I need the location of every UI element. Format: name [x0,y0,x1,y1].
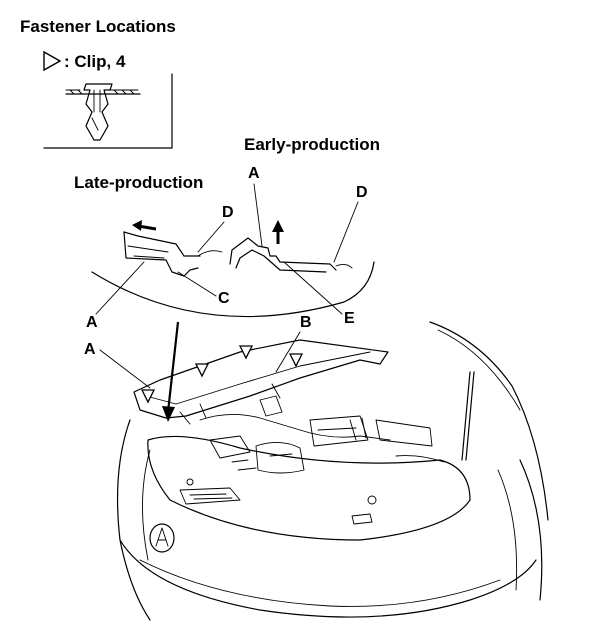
left-fender [116,419,151,621]
engine-part-a [209,435,251,459]
open-triangle-icon [140,389,156,404]
callout-late-c: C [218,290,230,307]
callout-early-a: A [248,165,260,182]
leader-main-a [99,349,151,389]
hood-support-rod [461,371,471,461]
arrow-left-head [132,220,142,231]
arrow-up-head [272,220,284,232]
clip-inset [43,73,173,149]
hood-edge [429,321,549,521]
panel-hatch [65,89,139,95]
engine-cover-panel [147,435,471,541]
hood-seal-edge [145,351,371,405]
callout-late-a: A [86,314,98,331]
engine-part-c [309,415,369,447]
callout-main-b: B [300,314,312,331]
callout-late-d: D [222,204,234,221]
leader-late-d [197,221,225,253]
early-seal-bracket [229,237,337,271]
clip-legend: : Clip, 4 [43,50,126,72]
late-production-detail: D C A [86,204,234,331]
emblem-icon [149,523,175,553]
clip-detail-lines [91,89,101,131]
diagram-title: Fastener Locations [20,17,176,36]
engine-part-d [375,419,433,447]
hood-seal-strip [133,339,389,419]
clip-markers [140,345,304,404]
bumper-inner-line [139,559,501,607]
seal-tabs [179,383,281,425]
engine-compartment-drawing [116,321,549,621]
leader-late-c [177,271,217,297]
late-seal-edge [127,245,169,259]
right-fender-line [497,469,518,591]
reservoir [259,395,283,417]
late-seal-top [123,231,201,257]
clip-legend-text: : Clip, 4 [64,52,126,71]
early-seal-lower [235,249,327,273]
open-triangle-icon [288,353,304,368]
hood-support-rod-side [465,371,475,461]
detail-pointer-arrow [166,321,180,413]
grille-slats [189,493,233,500]
open-triangle-icon [43,50,62,72]
leader-main-b [275,331,301,373]
early-production-label: Early-production [244,135,380,154]
clip-fastener-drawing [83,83,113,141]
emblem-mark [155,527,169,547]
left-fender-line [142,449,151,561]
callout-main-a: A [84,341,96,358]
detail-pointer-head [162,406,175,422]
leader-late-a [95,261,145,315]
callout-early-e: E [344,310,355,327]
inset-frame [43,73,173,149]
leader-early-a [253,183,263,247]
hood-inner-edge [437,329,521,411]
right-fender [519,459,543,601]
callout-early-d: D [356,184,368,201]
open-triangle-icon [238,345,254,360]
late-production-label: Late-production [74,173,203,192]
cover-fastener-hole-left [186,478,194,486]
detail-view-outline [91,261,375,318]
grille-opening [179,487,241,505]
engine-detail-lines [231,427,357,471]
leader-early-d [333,201,359,263]
late-seal-bracket [123,231,199,277]
hose-line [395,455,445,463]
strut-mount [349,417,367,441]
intake-manifold [199,414,391,441]
leader-early-e [283,261,343,315]
engine-part-b [255,442,305,474]
late-cowl-line [197,250,223,257]
front-bumper [119,539,537,618]
open-triangle-icon [194,363,210,378]
early-cowl-line [335,263,353,269]
early-production-detail: A D E [229,165,368,327]
cover-fastener-hole [367,495,377,505]
cover-slot [351,513,373,525]
